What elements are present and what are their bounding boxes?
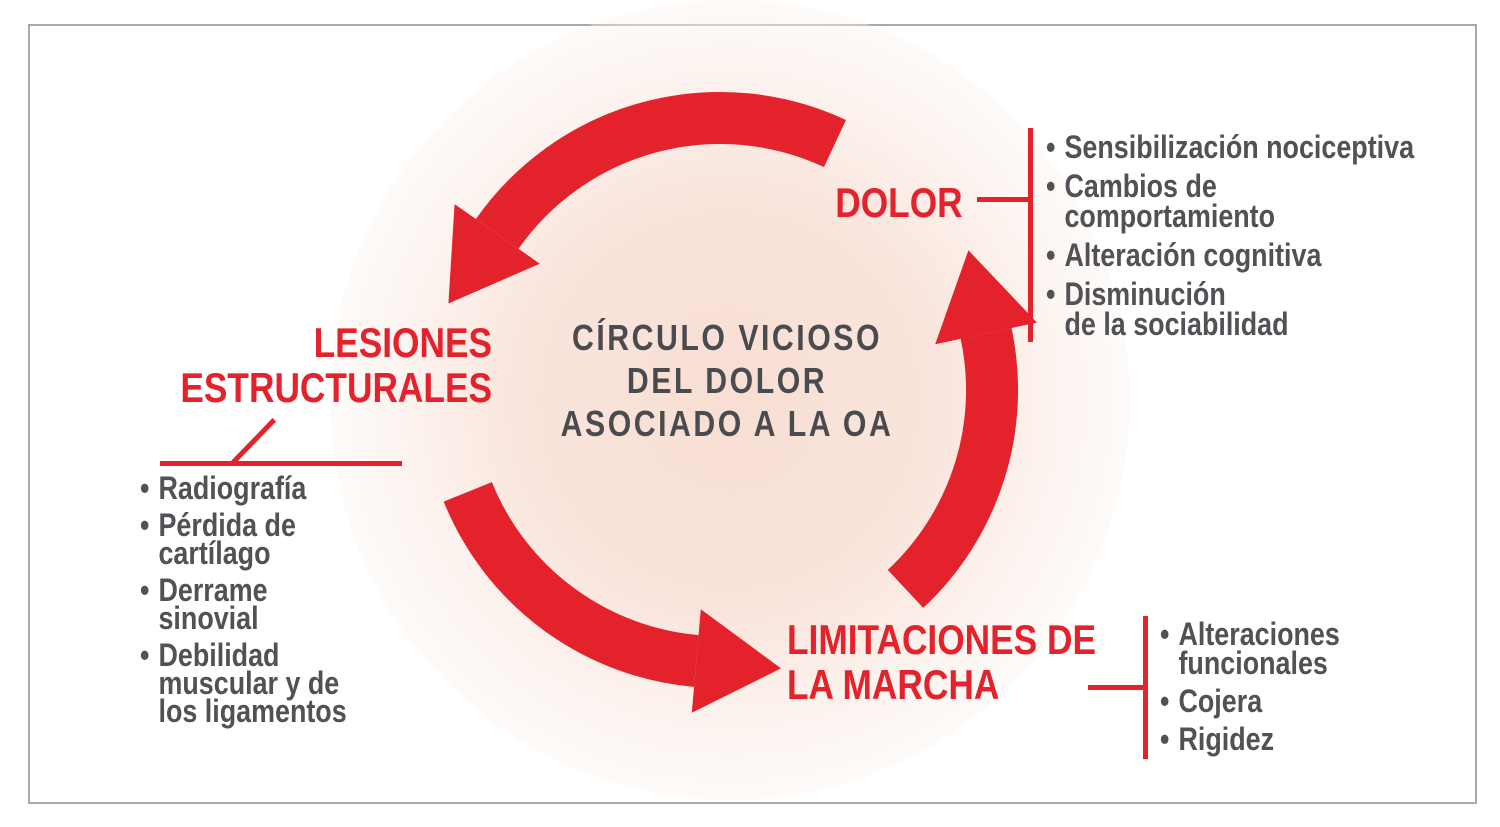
center-title-line-1: CÍRCULO VICIOSO — [572, 317, 882, 358]
list-dolor: Sensibilización nociceptiva Cambios de c… — [1046, 131, 1414, 340]
node-label-line-2: ESTRUCTURALES — [180, 364, 492, 411]
list-item: Pérdida de cartílago — [140, 509, 347, 569]
list-lesiones: Radiografía Pérdida de cartílago Derrame… — [140, 472, 347, 727]
center-title-line-3: ASOCIADO A LA OA — [560, 403, 894, 444]
list-limitaciones: Alteraciones funcionales Cojera Rigidez — [1160, 618, 1340, 755]
connector-dolor-horizontal — [977, 197, 1029, 202]
node-label-lesiones-estructurales: LESIONES ESTRUCTURALES — [180, 320, 492, 410]
center-title-line-2: DEL DOLOR — [626, 360, 828, 401]
node-label-line-1: LESIONES — [313, 319, 492, 366]
cycle-arrow-bottom-icon — [443, 481, 781, 713]
list-item: Derrame sinovial — [140, 574, 347, 634]
list-item: Debilidad muscular y de los ligamentos — [140, 639, 347, 727]
connector-limitaciones-vertical — [1143, 616, 1148, 759]
cycle-arrow-right-icon — [887, 250, 1037, 608]
list-item: Cojera — [1160, 685, 1340, 717]
node-label-line-1: LIMITACIONES DE — [787, 616, 1097, 663]
node-label-line-2: LA MARCHA — [787, 661, 1000, 708]
connector-dolor-vertical — [1028, 128, 1033, 342]
list-item: Disminución de la sociabilidad — [1046, 278, 1414, 340]
list-item: Alteraciones funcionales — [1160, 618, 1340, 679]
cycle-arrow-top-icon — [448, 91, 846, 304]
connector-limitaciones-horizontal — [1088, 685, 1145, 690]
node-label-limitaciones-marcha: LIMITACIONES DE LA MARCHA — [787, 617, 1096, 707]
center-title: CÍRCULO VICIOSO DEL DOLOR ASOCIADO A LA … — [517, 316, 937, 445]
list-item: Rigidez — [1160, 723, 1340, 755]
list-item: Alteración cognitiva — [1046, 239, 1414, 271]
list-item: Sensibilización nociceptiva — [1046, 131, 1414, 163]
list-item: Radiografía — [140, 472, 347, 504]
node-label-dolor: DOLOR — [835, 179, 963, 226]
list-item: Cambios de comportamiento — [1046, 170, 1414, 232]
connector-lesiones-underline — [160, 461, 402, 466]
